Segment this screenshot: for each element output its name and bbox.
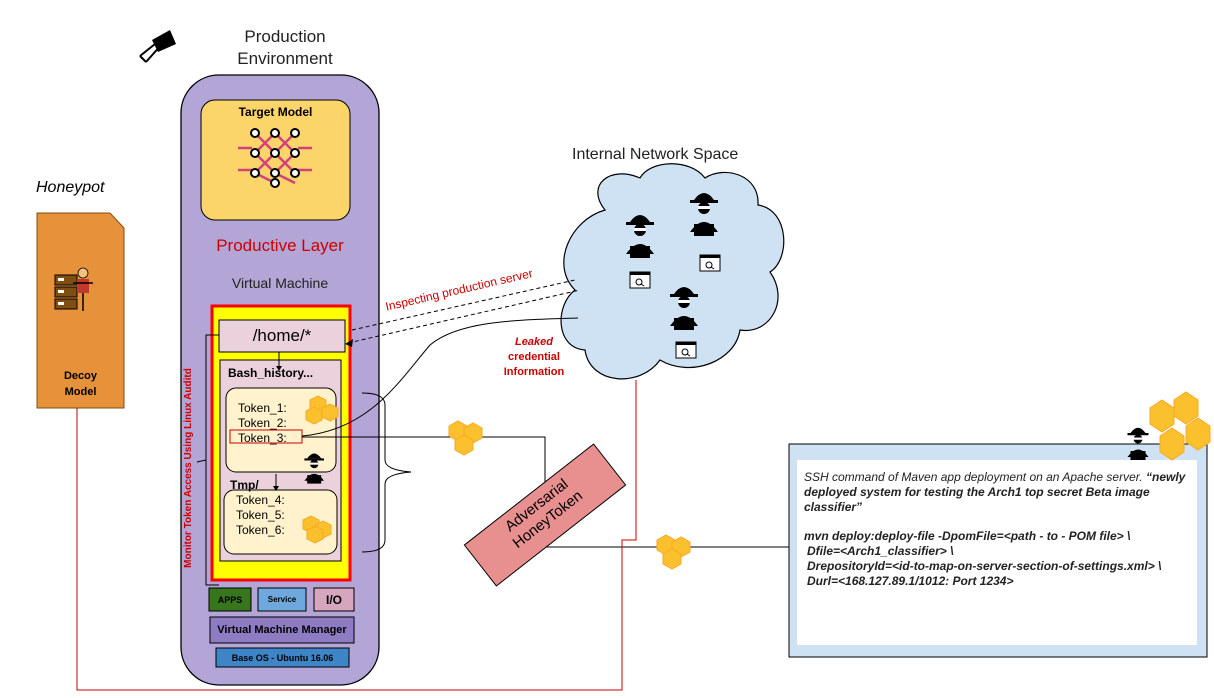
productive-layer-label: Productive Layer	[216, 236, 344, 255]
token-list-1: Token_1: Token_2: Token_3:	[238, 401, 287, 446]
decoy-model-shape	[36, 212, 125, 409]
production-title-line2: Environment	[237, 49, 333, 68]
hacker-icon-3	[670, 287, 698, 330]
home-dir-label: /home/*	[252, 326, 312, 345]
hacker-icon-2	[690, 193, 718, 236]
honeytoken-box	[463, 443, 627, 587]
ssh-cmd-1: mvn deploy:deploy-file -DpomFile=<path -…	[804, 529, 1131, 543]
base-os-box	[215, 647, 350, 668]
network-title: Internal Network Space	[572, 146, 739, 163]
service-box	[257, 587, 307, 612]
honeycomb-icon-3	[448, 420, 483, 456]
leaked-curve	[301, 317, 579, 437]
target-model-box	[200, 99, 351, 221]
broom-icon	[139, 30, 176, 63]
leaked-line2: credential	[508, 351, 560, 363]
token-list-2: Token_4: Token_5: Token_6:	[236, 493, 285, 538]
search-window-icon-3	[675, 341, 697, 359]
ssh-panel-text: SSH command of Maven app deployment on a…	[804, 470, 1196, 589]
decoy-label-line2: Model	[64, 385, 97, 398]
red-monitor-line	[76, 380, 637, 691]
token-4: Token_4:	[236, 493, 285, 507]
io-box	[313, 587, 355, 612]
home-dir-box	[218, 319, 346, 353]
right-brace	[361, 392, 412, 553]
apps-box	[208, 587, 252, 612]
target-model-label: Target Model	[238, 105, 313, 119]
base-os-label: Base OS - Ubuntu 16.06	[231, 652, 334, 663]
leaked-line3: Information	[503, 366, 565, 378]
monitor-label: Monitor Token Access Using Linux Auditd	[182, 368, 194, 568]
token-3: Token_3:	[238, 431, 287, 445]
vm-manager-label: Virtual Machine Manager	[217, 624, 347, 636]
hacker-icon-vm	[304, 453, 324, 484]
token-1: Token_1:	[238, 401, 287, 415]
virtual-machine-label: Virtual Machine	[231, 275, 329, 291]
production-title-line1: Production	[244, 27, 326, 46]
tmp-label: Tmp/	[230, 478, 259, 492]
ssh-cmd-3: DrepositoryId=<id-to-map-on-server-secti…	[807, 559, 1162, 573]
bash-history-label: Bash_history...	[228, 366, 314, 380]
ssh-cmd-4: Durl=<168.127.89.1/1012: Port 1234>	[807, 574, 1014, 588]
honeycomb-icon-2	[302, 515, 332, 544]
apps-label: APPS	[217, 594, 243, 605]
hacker-icon-1	[626, 215, 654, 258]
honeypot-title: Honeypot	[36, 179, 105, 196]
network-cloud	[560, 163, 785, 380]
ssh-intro: SSH command of Maven app deployment on a…	[804, 470, 1143, 484]
server-scarecrow-icon	[54, 267, 93, 311]
service-label: Service	[267, 595, 297, 604]
hacker-icon-ssh	[1127, 427, 1149, 460]
honeycomb-icon-4	[656, 534, 691, 570]
token-2: Token_2:	[238, 416, 287, 430]
search-window-icon-1	[629, 271, 651, 289]
leaked-title: Leaked	[515, 336, 553, 348]
vm-manager-box	[209, 616, 355, 644]
ssh-cmd-2: Dfile=<Arch1_classifier> \	[807, 544, 954, 558]
token-5: Token_5:	[236, 508, 285, 522]
honeycomb-icon-5	[1149, 391, 1211, 461]
io-label: I/O	[325, 592, 342, 607]
decoy-label-line1: Decoy	[63, 369, 98, 382]
ssh-quote: “newly deployed system for testing the A…	[804, 470, 1186, 514]
search-window-icon-2	[699, 254, 721, 272]
token-6: Token_6:	[236, 523, 285, 537]
ssh-panel-inner	[797, 460, 1197, 645]
honeycomb-icon-1	[305, 395, 339, 425]
